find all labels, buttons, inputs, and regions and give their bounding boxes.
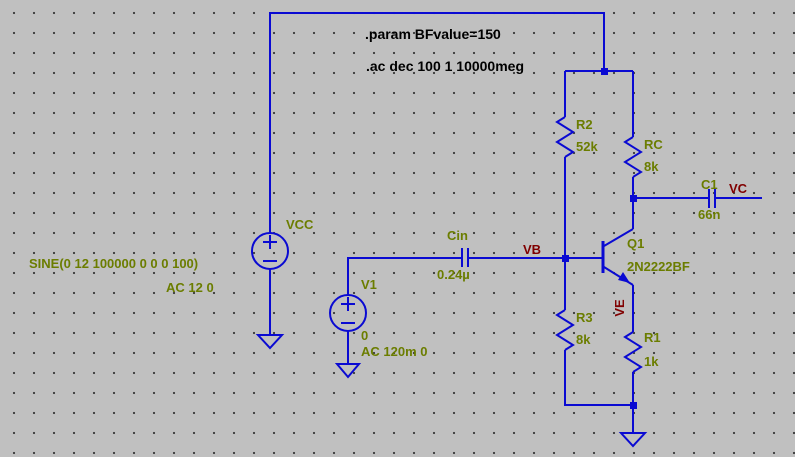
npn-transistor-icon[interactable] xyxy=(565,228,634,332)
c1-value-label[interactable]: 66n xyxy=(698,207,721,222)
rc-name-label[interactable]: RC xyxy=(644,137,663,152)
v1-name-label[interactable]: V1 xyxy=(361,277,377,292)
v1-value-label[interactable]: 0 xyxy=(361,328,369,343)
ground-icon[interactable] xyxy=(255,334,285,350)
c1-name-label[interactable]: C1 xyxy=(701,177,718,192)
cin-name-label[interactable]: Cin xyxy=(447,228,468,243)
spice-directive-param[interactable]: .param BFvalue=150 xyxy=(365,26,501,42)
r2-name-label[interactable]: R2 xyxy=(576,117,593,132)
net-label-ve[interactable]: VE xyxy=(612,299,627,317)
r1-value-label[interactable]: 1k xyxy=(644,354,659,369)
resistor-rc-symbol[interactable] xyxy=(623,71,643,198)
junction-dot xyxy=(630,402,637,409)
net-label-vb[interactable]: VB xyxy=(523,242,542,257)
junction-dot xyxy=(562,255,569,262)
resistor-r3-symbol[interactable] xyxy=(555,258,633,406)
net-label-vc[interactable]: VC xyxy=(729,181,748,196)
r1-name-label[interactable]: R1 xyxy=(644,330,661,345)
capacitor-c1-symbol[interactable] xyxy=(708,189,716,208)
wire-top-rail[interactable] xyxy=(269,12,633,233)
r2-value-label[interactable]: 52k xyxy=(576,139,598,154)
v1-ac-label[interactable]: AC 120m 0 xyxy=(361,344,428,359)
resistor-r2-symbol[interactable] xyxy=(555,71,575,258)
resistor-r1-symbol[interactable] xyxy=(623,331,643,433)
r3-value-label[interactable]: 8k xyxy=(576,332,591,347)
vcc-source-symbol[interactable] xyxy=(251,232,289,335)
v1-source-symbol[interactable] xyxy=(329,294,367,364)
wire-collector-output[interactable] xyxy=(632,197,762,229)
junction-dot xyxy=(601,68,608,75)
rc-value-label[interactable]: 8k xyxy=(644,159,659,174)
vcc-sine-label[interactable]: SINE(0 12 100000 0 0 0 100) xyxy=(29,256,199,271)
junction-dot xyxy=(630,195,637,202)
vcc-ac-label[interactable]: AC 12 0 xyxy=(166,280,214,295)
wire-input[interactable] xyxy=(347,257,565,295)
ground-icon[interactable] xyxy=(618,432,648,448)
cin-value-label[interactable]: 0.24µ xyxy=(437,267,470,282)
q1-name-label[interactable]: Q1 xyxy=(627,236,645,251)
spice-directive-ac[interactable]: .ac dec 100 1 10000meg xyxy=(366,58,525,74)
ground-icon[interactable] xyxy=(334,363,362,379)
capacitor-cin-symbol[interactable] xyxy=(461,248,469,267)
r3-name-label[interactable]: R3 xyxy=(576,310,593,325)
vcc-name-label[interactable]: VCC xyxy=(286,217,314,232)
q1-model-label[interactable]: 2N2222BF xyxy=(627,259,690,274)
